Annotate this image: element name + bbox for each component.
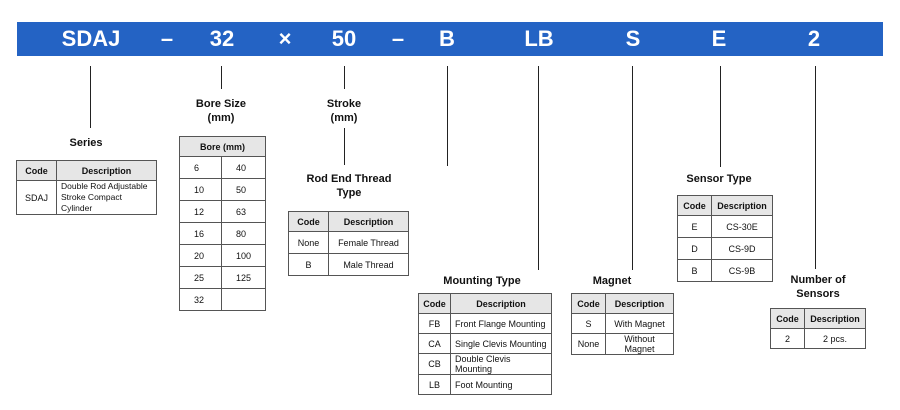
magnet-heading: Magnet [592, 275, 632, 287]
code-series: SDAJ [61, 26, 121, 51]
column-header: Code [571, 293, 606, 314]
table-cell: None [288, 231, 329, 254]
table-cell: Double Rod Adjustable Stroke Compact Cyl… [56, 180, 157, 215]
table-cell: B [677, 259, 712, 282]
code-rod-end: B [439, 26, 455, 51]
table-cell: B [288, 253, 329, 276]
column-header: Description [711, 195, 773, 216]
table-cell: CB [418, 353, 451, 375]
table-cell: 20 [179, 244, 222, 267]
mounting-heading: Mounting Type [443, 275, 521, 287]
column-header: Description [804, 308, 866, 329]
table-cell: 10 [179, 178, 222, 201]
table-cell: 12 [179, 200, 222, 223]
table-cell: Female Thread [328, 231, 409, 254]
table-cell: CS-9B [711, 259, 773, 282]
code-bore: 32 [209, 26, 235, 51]
table-cell: D [677, 237, 712, 260]
table-cell: Foot Mounting [450, 374, 552, 395]
column-header: Code [16, 160, 57, 181]
column-header: Code [288, 211, 329, 232]
table-cell: With Magnet [605, 313, 674, 334]
code-separator-dash: – [391, 26, 405, 51]
table-cell [221, 288, 266, 311]
stroke-heading: Stroke (mm) [326, 98, 362, 124]
table-cell: 125 [221, 266, 266, 289]
connector-rod-end-upper [447, 66, 448, 166]
table-cell: Front Flange Mounting [450, 313, 552, 334]
column-header: Bore (mm) [179, 136, 266, 157]
connector-magnet [632, 66, 633, 270]
table-cell: Without Magnet [605, 333, 674, 355]
connector-stroke [344, 66, 345, 89]
table-cell: S [571, 313, 606, 334]
table-cell: Double Clevis Mounting [450, 353, 552, 375]
table-cell: Male Thread [328, 253, 409, 276]
column-header: Description [450, 293, 552, 314]
table-cell: LB [418, 374, 451, 395]
table-cell: 2 [770, 328, 805, 349]
connector-mounting [538, 66, 539, 270]
table-cell: 2 pcs. [804, 328, 866, 349]
table-cell: CA [418, 333, 451, 354]
table-cell: 50 [221, 178, 266, 201]
table-cell: 63 [221, 200, 266, 223]
code-separator-dash: – [160, 26, 174, 51]
code-sensor-type: E [711, 26, 727, 51]
sensor-count-heading: Number of Sensors [790, 274, 846, 300]
column-header: Description [605, 293, 674, 314]
connector-sensor-type [720, 66, 721, 167]
column-header: Description [56, 160, 157, 181]
series-heading: Series [69, 137, 103, 149]
table-cell: 40 [221, 156, 266, 179]
bore-heading: Bore Size (mm) [195, 98, 247, 124]
column-header: Code [677, 195, 712, 216]
connector-series [90, 66, 91, 128]
code-stroke: 50 [331, 26, 357, 51]
table-cell: SDAJ [16, 180, 57, 215]
model-code-banner: SDAJ – 32 × 50 – B LB S E 2 [17, 22, 883, 56]
table-cell: 6 [179, 156, 222, 179]
code-magnet: S [625, 26, 641, 51]
connector-bore [221, 66, 222, 89]
connector-rod-end [344, 128, 345, 165]
table-cell: 16 [179, 222, 222, 245]
table-cell: CS-9D [711, 237, 773, 260]
code-mounting: LB [524, 26, 554, 51]
table-cell: E [677, 215, 712, 238]
column-header: Description [328, 211, 409, 232]
table-cell: 32 [179, 288, 222, 311]
column-header: Code [418, 293, 451, 314]
table-cell: None [571, 333, 606, 355]
table-cell: Single Clevis Mounting [450, 333, 552, 354]
connector-sensor-count [815, 66, 816, 269]
table-cell: 100 [221, 244, 266, 267]
column-header: Code [770, 308, 805, 329]
table-cell: 80 [221, 222, 266, 245]
rod-end-heading: Rod End Thread Type [306, 173, 392, 199]
table-cell: FB [418, 313, 451, 334]
table-cell: 25 [179, 266, 222, 289]
code-separator-times: × [278, 26, 292, 51]
code-sensor-count: 2 [807, 26, 821, 51]
table-cell: CS-30E [711, 215, 773, 238]
sensor-type-heading: Sensor Type [686, 173, 752, 185]
